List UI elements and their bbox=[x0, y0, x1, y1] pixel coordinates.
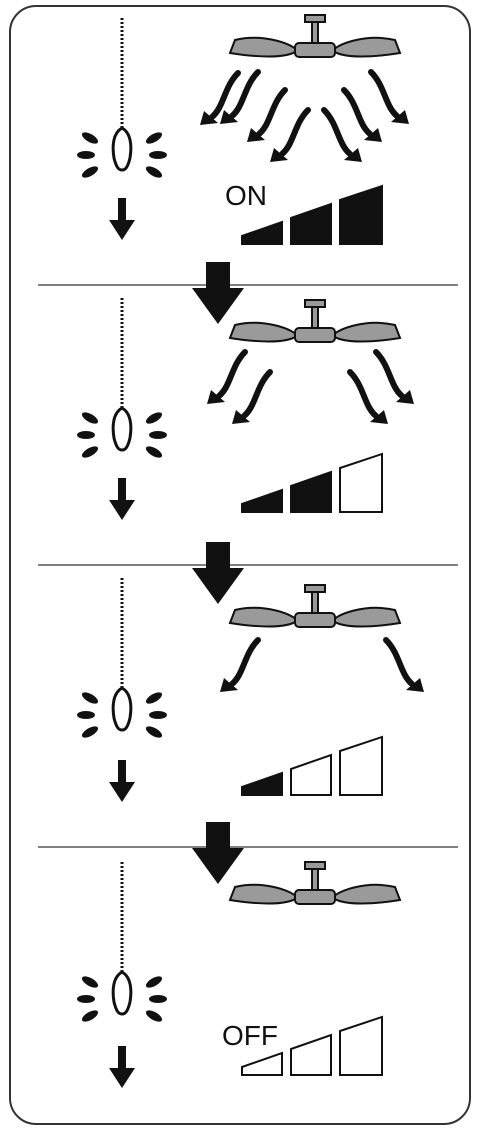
speed-bar-icon bbox=[290, 1033, 332, 1076]
speed-bar-icon bbox=[290, 470, 332, 513]
off-label: OFF bbox=[222, 1020, 278, 1051]
speed-indicators bbox=[241, 184, 383, 1076]
speed-bar-icon bbox=[241, 771, 283, 796]
speed-bar-icon bbox=[290, 202, 332, 245]
speed-bar-icon bbox=[241, 1051, 283, 1076]
speed-bar-icon bbox=[290, 753, 332, 796]
speed-bar-icon bbox=[339, 1015, 383, 1076]
speed-bar-icon bbox=[339, 184, 383, 245]
on-label: ON bbox=[225, 180, 267, 211]
speed-bar-icon bbox=[241, 488, 283, 513]
speed-bar-icon bbox=[339, 452, 383, 513]
speed-bar-icon bbox=[241, 220, 283, 245]
speed-bar-icon bbox=[339, 735, 383, 796]
